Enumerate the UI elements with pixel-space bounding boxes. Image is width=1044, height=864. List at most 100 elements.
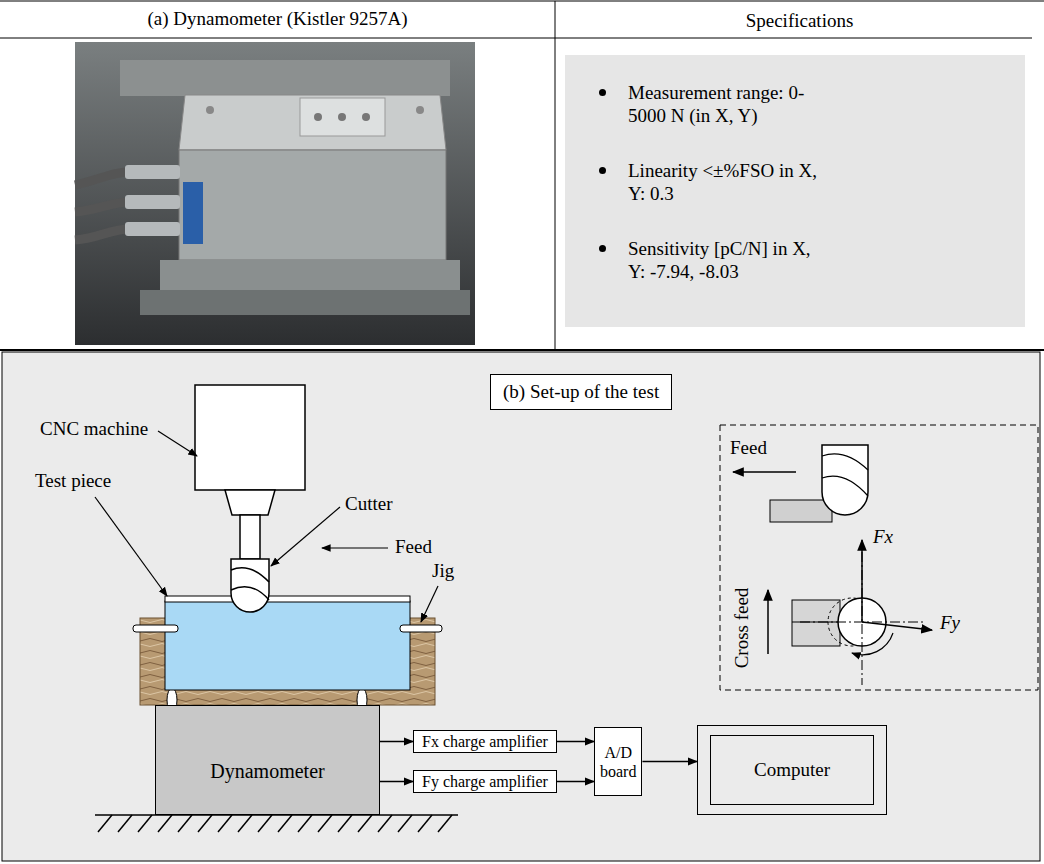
test-piece xyxy=(165,596,410,602)
ground xyxy=(258,815,272,832)
ground xyxy=(238,815,252,832)
part-label: Cutter xyxy=(345,493,393,515)
signal-arrow xyxy=(380,741,413,742)
dynamometer-photo xyxy=(125,165,180,179)
signal-arrow xyxy=(557,741,594,742)
dynamometer-box: Dynamometer xyxy=(155,705,380,815)
signal-arrow xyxy=(642,761,697,762)
leader-arrows xyxy=(322,547,388,548)
part-label: Feed xyxy=(730,437,767,459)
dynamometer-photo xyxy=(75,202,130,212)
table-header: (a) Dynamometer (Kistler 9257A) xyxy=(0,0,555,38)
ground xyxy=(218,815,232,832)
spec-item: Measurement range: 0-5000 N (in X, Y) xyxy=(599,81,1009,127)
node-text: (a) Dynamometer (Kistler 9257A) xyxy=(147,8,407,30)
cnc-machine xyxy=(195,385,305,559)
ground xyxy=(98,815,112,832)
cutter xyxy=(231,568,269,582)
test-piece xyxy=(165,601,410,690)
leader-arrows xyxy=(95,497,167,596)
signal-arrow xyxy=(380,781,413,782)
spec-text: Measurement range: 0-5000 N (in X, Y) xyxy=(628,81,828,127)
node-text: Fx charge amplifier xyxy=(422,732,548,751)
inset-sketch xyxy=(733,471,796,473)
dynamometer-photo xyxy=(125,195,180,209)
table-lines xyxy=(0,1,1044,2)
inset-sketch xyxy=(822,454,868,470)
cnc-machine xyxy=(195,385,305,490)
ad-board-box: A/D board xyxy=(594,727,642,796)
spec-text: Sensitivity [pC/N] in X, Y: -7.94, -8.03 xyxy=(628,237,828,283)
inset-sketch xyxy=(822,445,868,515)
inset-sketch xyxy=(720,425,1038,690)
node-text: Computer xyxy=(754,759,830,781)
inset-sketch xyxy=(720,425,1038,690)
leader-arrows xyxy=(158,431,197,456)
leader-arrows xyxy=(95,431,438,622)
node-text: Fy charge amplifier xyxy=(422,772,548,791)
ground xyxy=(198,815,212,832)
clamps xyxy=(133,625,442,632)
inset-sketch xyxy=(770,500,832,522)
ground xyxy=(278,815,292,832)
dynamometer-photo xyxy=(140,290,470,315)
part-label: Feed xyxy=(395,536,432,558)
inset-sketch xyxy=(822,476,868,496)
dynamometer-photo xyxy=(179,95,446,150)
setup-panel xyxy=(2,352,1040,861)
dynamometer-photo xyxy=(338,113,346,121)
bullet-dot xyxy=(599,245,606,252)
dynamometer-photo xyxy=(314,113,322,121)
table-lines xyxy=(0,349,1044,351)
inset-sketch xyxy=(862,622,932,630)
inset-sketch xyxy=(861,540,863,622)
ground xyxy=(118,815,132,832)
cnc-machine xyxy=(225,490,275,515)
ground xyxy=(398,815,412,832)
amplifier-box: Fy charge amplifier xyxy=(413,770,557,793)
spec-item: Sensitivity [pC/N] in X, Y: -7.94, -8.03 xyxy=(599,237,1009,283)
dynamometer-photo xyxy=(206,106,214,114)
dynamometer-photo xyxy=(179,150,446,260)
table-lines xyxy=(0,1,1044,350)
cutter xyxy=(231,559,269,612)
table-lines xyxy=(555,1,556,350)
node-text: (b) Set-up of the test xyxy=(503,381,659,403)
part-label: Fy xyxy=(940,612,960,634)
ground xyxy=(158,815,172,832)
cutter xyxy=(231,587,269,600)
leader-arrows xyxy=(421,586,438,622)
spec-item: Linearity <±%FSO in X, Y: 0.3 xyxy=(599,159,1009,205)
leader-arrows xyxy=(271,507,340,566)
dynamometer-photo xyxy=(125,222,180,236)
part-label: Cross feed xyxy=(731,588,753,669)
dynamometer-photo xyxy=(160,260,460,290)
table-header: Specifications xyxy=(555,0,1044,42)
ground xyxy=(298,815,312,832)
monitor-screen: Computer xyxy=(710,735,874,805)
ground xyxy=(318,815,332,832)
cutter xyxy=(231,559,269,612)
inset-sketch xyxy=(852,633,893,655)
ground xyxy=(358,815,372,832)
dynamometer-photo xyxy=(75,42,475,345)
inset-sketch xyxy=(767,590,769,654)
computer-box: Computer xyxy=(697,725,887,815)
node-text: Specifications xyxy=(746,10,854,32)
part-label: Test piece xyxy=(35,470,111,492)
ground xyxy=(438,815,452,832)
ground xyxy=(378,815,392,832)
ground xyxy=(338,815,352,832)
cnc-machine xyxy=(240,515,260,559)
ground xyxy=(178,815,192,832)
node-text: Dynamometer xyxy=(210,760,324,783)
dynamometer-photo xyxy=(75,229,130,240)
bullet-dot xyxy=(599,167,606,174)
dynamometer-photo xyxy=(416,106,424,114)
dynamometer-photo xyxy=(75,42,475,345)
dynamometer-photo xyxy=(75,172,130,185)
dynamometer-photo xyxy=(183,182,203,244)
clamps xyxy=(133,625,178,632)
spec-text: Linearity <±%FSO in X, Y: 0.3 xyxy=(628,159,828,205)
